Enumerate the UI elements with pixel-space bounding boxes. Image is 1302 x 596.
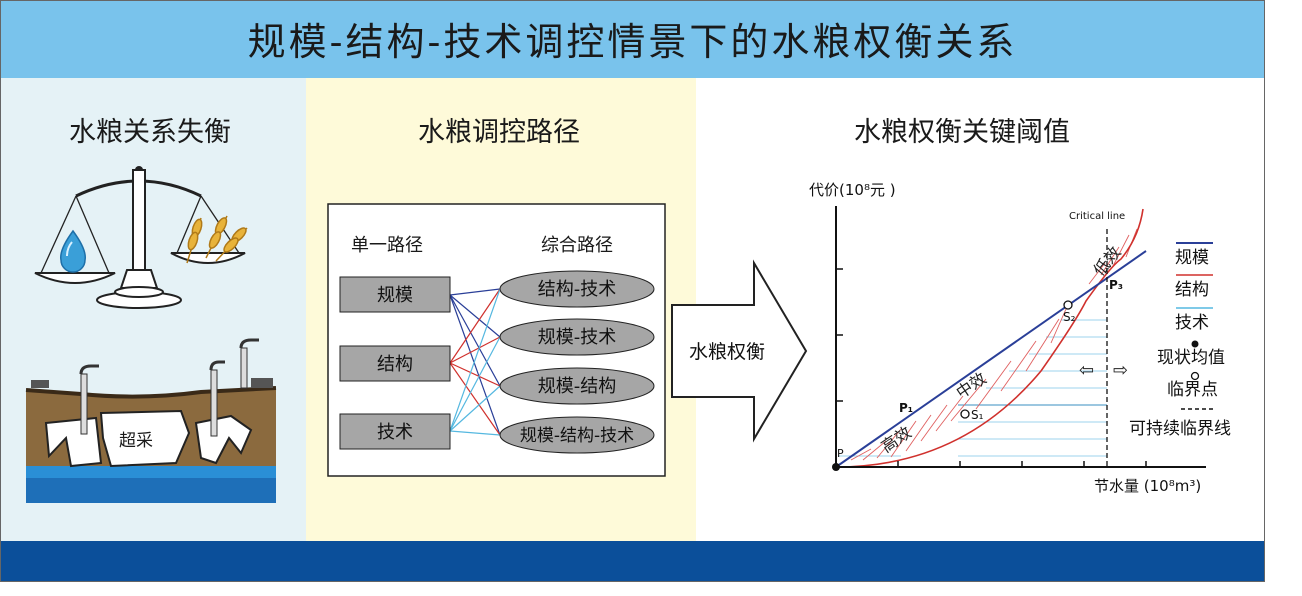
overdraft-label: 超采 xyxy=(119,431,153,451)
single-path-scale-label: 规模 xyxy=(377,285,413,306)
left-arrow-icon: ⇦ xyxy=(1079,360,1094,381)
single-path-structure xyxy=(339,345,451,382)
point-s1-label: S₁ xyxy=(971,408,984,422)
right-arrow-icon: ⇨ xyxy=(1113,360,1128,381)
legend-mean-marker xyxy=(1191,340,1199,348)
title-banner: 规模-结构-技术调控情景下的水粮权衡关系 xyxy=(1,1,1264,78)
single-path-structure-label: 结构 xyxy=(377,354,413,375)
regulation-diagram: 单一路径 综合路径 规模 结构 技术 结构-技术 规模-技术 xyxy=(327,203,808,477)
combined-path-label: 规模-结构-技术 xyxy=(520,426,634,446)
single-path-technology xyxy=(339,413,451,450)
combined-path-label: 规模-技术 xyxy=(538,327,617,348)
combined-path-label: 结构-技术 xyxy=(538,279,617,300)
balance-scale-icon xyxy=(34,166,246,309)
critical-line-label: Critical line xyxy=(1069,211,1125,222)
legend-mean-label: 现状均值 xyxy=(1157,348,1225,368)
scale-line xyxy=(835,250,1147,468)
point-p1-label: P₁ xyxy=(899,401,913,415)
regulation-title: 水粮调控路径 xyxy=(418,117,580,148)
single-path-header: 单一路径 xyxy=(351,235,423,256)
point-s1 xyxy=(960,409,970,419)
footer-bar xyxy=(1,541,1264,581)
figure-title: 规模-结构-技术调控情景下的水粮权衡关系 xyxy=(247,20,1018,64)
legend-sustainable-line-label: 可持续临界线 xyxy=(1129,419,1231,439)
legend: 规模 结构 技术 现状均值 临界点 可持续临界线 xyxy=(1129,242,1231,439)
point-p3-label: P₃ xyxy=(1109,278,1123,292)
imbalance-panel: 水粮关系失衡 xyxy=(1,78,306,541)
single-path-technology-label: 技术 xyxy=(377,422,413,443)
y-axis-label: 代价(10⁸元 ) xyxy=(809,181,896,199)
legend-technology-label: 技术 xyxy=(1175,313,1209,333)
x-axis-label: 节水量 (10⁸m³) xyxy=(1094,477,1201,495)
water-drop-icon xyxy=(60,229,86,273)
tradeoff-arrow-label: 水粮权衡 xyxy=(689,341,765,363)
legend-critical-point-marker xyxy=(1190,371,1200,381)
axis-ticks xyxy=(836,268,1147,467)
figure-frame: 规模-结构-技术调控情景下的水粮权衡关系 水粮关系失衡 xyxy=(0,0,1265,582)
imbalance-title: 水粮关系失衡 xyxy=(69,117,231,148)
wheat-icon xyxy=(186,215,248,264)
combined-path-structure-technology xyxy=(499,270,655,308)
structure-curve xyxy=(835,208,1144,468)
point-p-label: P xyxy=(837,447,844,460)
legend-scale-label: 规模 xyxy=(1175,248,1209,268)
zone-high-label: 高效 xyxy=(878,423,915,457)
aquifer-icon xyxy=(25,338,277,503)
threshold-panel: 水粮权衡关键阈值 xyxy=(696,78,1264,541)
path-connectors xyxy=(449,288,501,436)
point-p xyxy=(832,463,840,471)
combined-path-header: 综合路径 xyxy=(541,235,613,256)
combined-path-scale-structure-technology xyxy=(499,416,655,454)
zone-low-label: 低效 xyxy=(1090,243,1125,280)
threshold-title: 水粮权衡关键阈值 xyxy=(854,117,1070,148)
tradeoff-arrow xyxy=(671,259,808,443)
combined-path-label: 规模-结构 xyxy=(538,376,617,397)
combined-path-scale-structure xyxy=(499,367,655,405)
threshold-chart: Critical line P P₁ P₃ S₁ S₂ 高效 中效 低效 ⇦ ⇨… xyxy=(809,181,1231,495)
imbalance-illustration: 超采 xyxy=(25,166,277,503)
point-s2 xyxy=(1063,300,1073,310)
single-path-scale xyxy=(339,276,451,313)
technology-lines xyxy=(839,319,1107,457)
point-s2-label: S₂ xyxy=(1063,310,1076,324)
legend-structure-label: 结构 xyxy=(1175,280,1209,300)
combined-path-scale-technology xyxy=(499,318,655,356)
legend-critical-point-label: 临界点 xyxy=(1167,380,1218,400)
